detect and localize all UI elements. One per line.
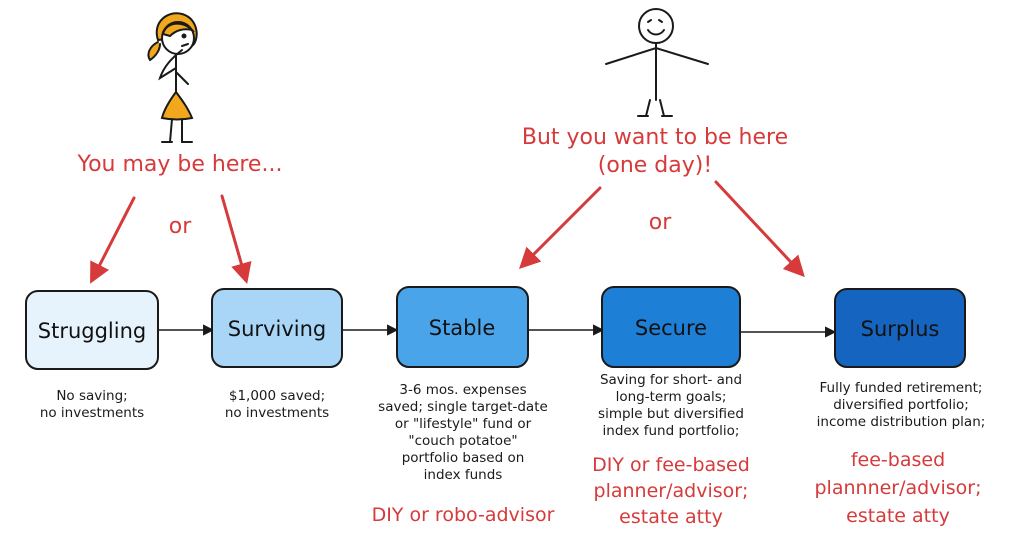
stable-advice: DIY or robo-advisor [371,504,555,526]
red-arrows [90,180,805,285]
secure-description: Saving for short- and long-term goals; s… [598,372,744,439]
struggling-description: No saving; no investments [39,388,145,421]
stage-box [396,286,529,368]
you-may-be-here-label: You may be here... [77,152,283,177]
stage-label: Surplus [861,317,940,341]
figure-eye-right [658,19,663,23]
arrow-to-struggling [90,196,136,284]
woman-eye [181,33,187,39]
figure-eye-left [647,19,652,23]
surplus-advice: fee-based plannner/advisor; estate atty [814,449,982,527]
woman-ponytail [147,41,161,62]
want-to-be-here-label: But you want to be here (one day)! [521,125,789,178]
stage-stable: Stable [396,286,529,368]
stage-connectors [158,324,837,338]
woman-dress [160,90,194,121]
woman-thinking-arm [158,49,183,81]
stage-struggling: Struggling [25,290,159,370]
secure-advice: DIY or fee-based planner/advisor; estate… [592,454,750,528]
woman-leg-left [169,118,173,143]
figure-arms [605,46,709,65]
surplus-description: Fully funded retirement; diversified por… [816,380,986,430]
stage-label: Stable [429,316,496,340]
figure-head [638,8,674,44]
woman-arm [175,71,189,85]
arrow-to-surplus [714,180,805,278]
arrow-to-surviving [220,194,252,285]
figure-leg-right [659,99,665,117]
stage-box [601,286,741,368]
stage-label: Struggling [38,319,146,343]
stage-box [834,288,966,368]
figure-smile [647,29,665,36]
stage-label: Secure [635,316,707,340]
stage-secure: Secure [601,286,741,368]
woman-bangs [161,22,196,38]
or-label-right: or [648,210,672,235]
figure-leg-left [645,99,651,117]
stage-box [211,288,343,368]
happy-stick-figure [605,8,709,117]
surviving-description: $1,000 saved; no investments [224,388,330,421]
arrow-to-stable [519,186,602,269]
stage-label: Surviving [228,317,326,341]
woman-mouth [181,43,189,47]
stage-surplus: Surplus [834,288,966,368]
or-label-left: or [168,214,192,239]
stable-description: 3-6 mos. expenses saved; single target-d… [378,382,548,483]
stage-surviving: Surviving [211,288,343,368]
thinking-woman-figure [147,12,198,143]
stage-box [25,290,159,370]
